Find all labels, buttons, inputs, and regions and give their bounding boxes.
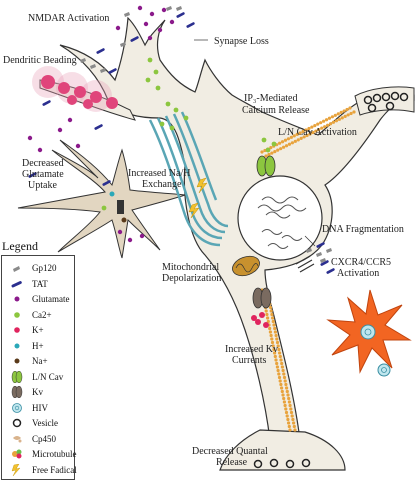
tat-proteins	[28, 12, 335, 274]
label-ip3-line2: Calcium Release	[242, 105, 310, 116]
calcium-icon	[14, 311, 20, 318]
legend-title: Legend	[2, 239, 38, 253]
label-synapse-loss: Synapse Loss	[214, 36, 269, 47]
potassium-ions	[251, 312, 269, 328]
label-dendritic-beading: Dendritic Beading	[3, 55, 77, 66]
glutamate-molecules	[27, 5, 175, 243]
kv-channel	[252, 287, 272, 309]
label-cxcr-line2: Activation	[337, 268, 380, 279]
hydrogen-icon	[14, 343, 20, 348]
legend-item-label: Glutamate	[32, 294, 70, 304]
gp120-proteins	[80, 6, 332, 263]
dna-fragments	[257, 196, 307, 249]
label-mito-line1: Mitochondrial	[162, 262, 220, 273]
legend-item-label: H+	[32, 340, 44, 351]
legend-item-label: TAT	[32, 278, 48, 289]
legend-item-label: Ca2+	[32, 309, 52, 320]
cxcr4-ccr5-receptors	[295, 255, 315, 273]
label-quantal-line1: Decreased Quantal	[192, 446, 268, 457]
hiv-virion-in-microglia	[360, 324, 376, 340]
free-radicals	[188, 177, 208, 219]
label-dna-fragmentation: DNA Fragmentation	[322, 224, 404, 235]
legend-item-label: Cp450	[32, 433, 57, 444]
legend-item-label: K+	[32, 325, 44, 335]
label-kv-line2: Currents	[232, 355, 267, 366]
axon-terminal	[219, 429, 346, 471]
label-kv-line1: Increased Kv	[225, 344, 279, 355]
dendritic-beads	[32, 66, 118, 112]
hiv-virion-icon	[12, 402, 22, 413]
label-glutamate-line3: Uptake	[28, 180, 57, 191]
kv-channel-icon	[11, 386, 23, 398]
legend-item-label: Kv	[32, 387, 43, 397]
microtubule-icon	[12, 449, 22, 459]
free-radical-icon	[11, 463, 21, 476]
cp450-icon	[13, 435, 22, 442]
label-quantal-line2: Release	[216, 457, 248, 468]
neuron-body	[59, 16, 415, 441]
label-glutamate-line1: Decreased	[22, 158, 64, 169]
lncav-channel	[256, 155, 276, 177]
vesicle-icon	[12, 418, 22, 428]
label-nah-line1: Increased Na/H	[128, 168, 191, 179]
label-mito-line2: Depolarization	[162, 273, 222, 284]
tat-icon	[11, 280, 22, 287]
legend-item-label: Vesicle	[32, 418, 58, 428]
legend-item-label: Free Fadical	[32, 464, 77, 475]
na-h-exchanger	[109, 191, 127, 223]
label-lncav-activation: L/N Cav Activation	[278, 127, 357, 138]
label-glutamate-line2: Glutamate	[22, 169, 64, 180]
hiv-virion-free	[377, 363, 391, 377]
legend-item-label: Na+	[32, 356, 48, 366]
astrocyte-cell	[17, 139, 186, 259]
gp120-icon	[13, 266, 20, 272]
glutamate-icon	[14, 296, 20, 302]
potassium-icon	[14, 327, 20, 333]
label-ip3-line1: IP₃-Mediated	[244, 93, 298, 104]
callout-lines	[194, 39, 316, 247]
lncav-channel-icon	[11, 370, 23, 383]
calcium-ions	[101, 57, 277, 211]
sodium-icon	[14, 358, 20, 364]
legend-item-label: L/N Cav	[32, 371, 64, 382]
label-cxcr-line1: CXCR4/CCR5	[331, 257, 392, 268]
mitochondrion	[232, 255, 260, 277]
label-nmdar-activation: NMDAR Activation	[28, 13, 110, 24]
vesicles	[253, 91, 409, 469]
label-nah-line2: Exchange	[142, 179, 182, 190]
legend-item-label: Gp120	[32, 263, 57, 273]
legend-item-label: HIV	[32, 402, 48, 413]
legend-item-label: Microtubule	[32, 449, 77, 459]
